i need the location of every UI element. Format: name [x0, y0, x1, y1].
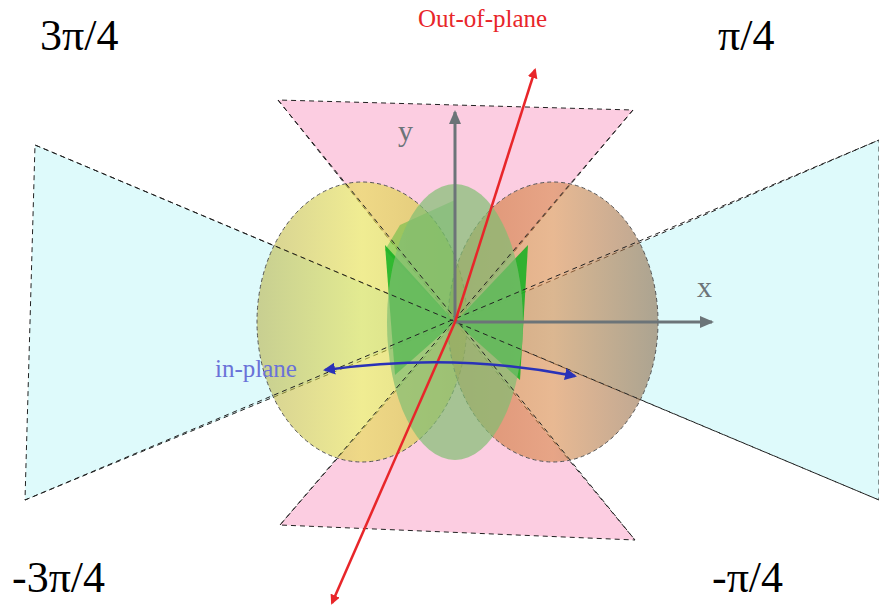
axis-label: x — [697, 272, 712, 302]
angle-label: -π/4 — [712, 556, 783, 600]
axis-label: y — [398, 116, 413, 146]
angle-label: π/4 — [718, 14, 774, 58]
axis-label: Out-of-plane — [418, 6, 547, 31]
angle-label: 3π/4 — [40, 14, 118, 58]
angle-label: -3π/4 — [12, 556, 105, 600]
axis-label: in-plane — [215, 356, 297, 381]
